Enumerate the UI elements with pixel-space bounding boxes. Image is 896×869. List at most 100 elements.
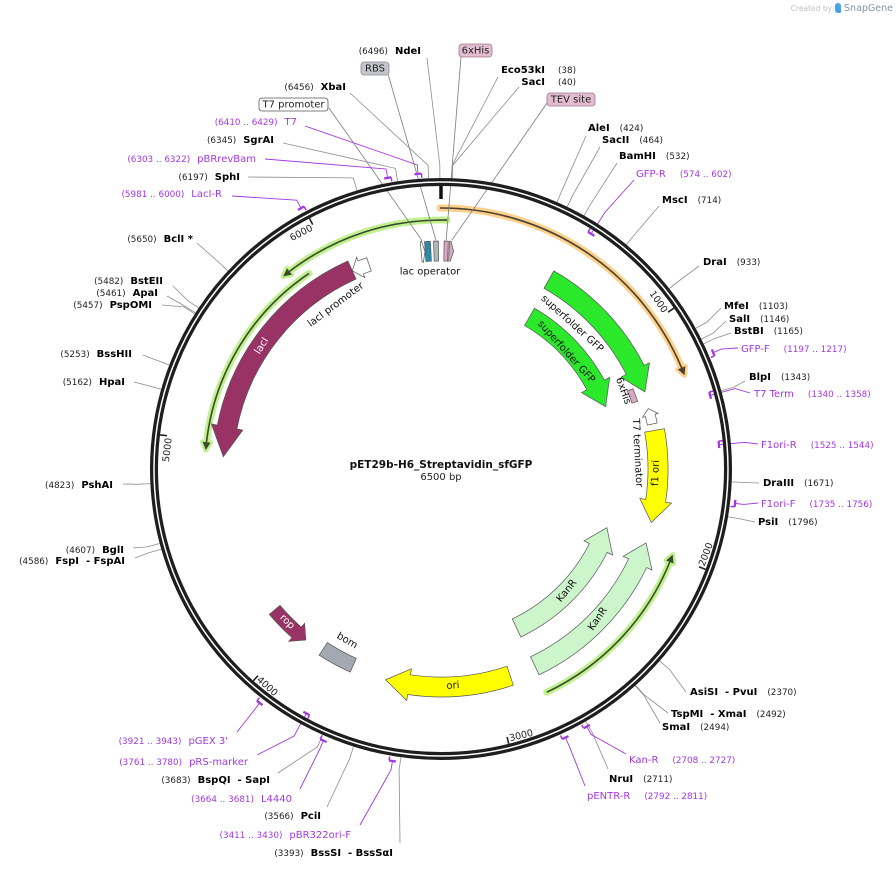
enzyme-site-xbai[interactable]: (6456)XbaI [284,82,346,93]
enzyme-site-blpi[interactable]: BlpI(1343) [749,372,810,383]
enzyme-site-bstbi[interactable]: BstBI(1165) [734,326,803,337]
enzyme-site-draiii[interactable]: DraIII(1671) [763,478,833,489]
enzyme-name[interactable]: SalI [729,314,750,325]
enzyme-site-asisi-pvui[interactable]: AsiSI - PvuI(2370) [690,687,797,698]
feature-tev-site[interactable] [448,240,454,262]
feature-kanr[interactable] [511,527,614,638]
enzyme-site-sali[interactable]: SalI(1146) [729,314,789,325]
enzyme-name[interactable]: SphI [215,172,240,183]
enzyme-name[interactable]: AleI [588,123,610,134]
enzyme-site-pcii[interactable]: (3566)PciI [264,811,321,822]
primer-name[interactable]: Kan-R [629,755,658,766]
primer-t7[interactable]: (6410 .. 6429)T7 [215,117,423,178]
enzyme-name[interactable]: NdeI [395,46,421,57]
feature-label[interactable]: ori [446,680,460,692]
enzyme-site-psii[interactable]: PsiI(1796) [758,517,818,528]
feature-shape[interactable] [433,240,439,262]
feature-shape[interactable] [641,408,660,426]
enzyme-name[interactable]: HpaI [99,377,125,388]
enzyme-site-msci[interactable]: MscI(714) [662,195,721,206]
enzyme-name[interactable]: SacII [602,135,629,146]
primer-binding-mark[interactable] [319,738,328,744]
primer-pentr-r[interactable]: pENTR-R(2792 .. 2811) [559,735,708,802]
enzyme-label[interactable]: AsiSI - PvuI(2370) [690,687,797,698]
primer-binding-mark[interactable] [587,230,595,237]
enzyme-label[interactable]: PsiI(1796) [758,517,818,528]
enzyme-name[interactable]: BstEII [130,276,163,287]
feature-shape[interactable] [443,240,449,262]
enzyme-name[interactable]: BssHII [97,349,132,360]
primer-label[interactable]: (3921 .. 3943)pGEX 3' [119,736,228,747]
primer-name[interactable]: pGEX 3' [188,736,228,747]
enzyme-label[interactable]: BlpI(1343) [749,372,810,383]
primer-gfp-r[interactable]: GFP-R(574 .. 602) [587,169,732,237]
enzyme-site-bspqi-sapi[interactable]: (3683)BspQI - SapI [161,775,270,786]
label-box[interactable] [360,61,390,76]
enzyme-label[interactable]: BstBI(1165) [734,326,803,337]
primer-laci-r[interactable]: (5981 .. 6000)LacI-R [121,189,307,211]
enzyme-label[interactable]: (3393)BssSI - BssSαI [274,848,393,859]
label-box[interactable] [546,92,596,107]
enzyme-label[interactable]: AleI(424) [588,123,643,134]
enzyme-label[interactable]: (4607)BglI [66,545,124,556]
feature-shape[interactable] [318,642,357,673]
primer-kan-r[interactable]: Kan-R(2708 .. 2727) [581,723,736,766]
enzyme-site-bcli[interactable]: (5650)BclI * [127,234,193,245]
feature-label-box[interactable]: TEV site [546,92,596,107]
feature-superfolder-gfp[interactable] [543,270,650,393]
enzyme-name[interactable]: BclI * [164,234,194,245]
enzyme-site-alei[interactable]: AleI(424) [588,123,643,134]
feature-shape[interactable] [210,260,357,458]
enzyme-name[interactable]: XbaI [321,82,346,93]
enzyme-label[interactable]: BamHI(532) [619,151,690,162]
feature-shape[interactable] [511,527,614,638]
enzyme-label[interactable]: (5457)PspOMI [73,300,152,311]
primer-label[interactable]: F1ori-R(1525 .. 1544) [761,440,874,451]
enzyme-name[interactable]: TspMI - XmaI [671,709,746,720]
label-box[interactable] [258,97,329,112]
feature-rbs[interactable] [433,240,439,262]
feature-box-label[interactable]: 6xHis [462,46,490,57]
enzyme-label[interactable]: MscI(714) [662,195,721,206]
primer-name[interactable]: T7 [284,117,297,128]
primer-binding-mark[interactable] [561,735,570,741]
enzyme-label[interactable]: (5162)HpaI [63,377,125,388]
feature-label[interactable]: superfolder GFP [535,319,597,386]
enzyme-site-bamhi[interactable]: BamHI(532) [619,151,690,162]
feature-6xhis[interactable] [443,240,449,262]
enzyme-site-hpai[interactable]: (5162)HpaI [63,377,125,388]
primer-binding-mark[interactable] [710,348,716,357]
primer-f1ori-f[interactable]: F1ori-F(1735 .. 1756) [730,499,873,510]
enzyme-label[interactable]: (6456)XbaI [284,82,346,93]
primer-binding-mark[interactable] [708,391,713,400]
enzyme-site-sphi[interactable]: (6197)SphI [179,172,240,183]
feature-shape[interactable] [524,307,611,408]
enzyme-site-pspomi[interactable]: (5457)PspOMI [73,300,152,311]
feature-shape[interactable] [626,388,639,404]
primer-label[interactable]: Kan-R(2708 .. 2727) [629,755,735,766]
primer-gfp-f[interactable]: GFP-F(1197 .. 1217) [710,344,847,359]
enzyme-name[interactable]: SgrAI [243,135,274,146]
primer-binding-mark[interactable] [414,172,422,176]
primer-binding-mark[interactable] [383,176,392,180]
feature-bom[interactable] [318,642,357,673]
enzyme-label[interactable]: (4823)PshAI [45,480,113,491]
primer-pbrrevbam[interactable]: (6303 .. 6322)pBRrevBam [127,154,393,182]
enzyme-site-apai[interactable]: (5461)ApaI [96,288,158,299]
primer-pgex-3[interactable]: (3921 .. 3943)pGEX 3' [119,697,264,747]
enzyme-name[interactable]: NruI [609,774,633,785]
feature-laci-promoter[interactable] [351,256,372,279]
primer-name[interactable]: F1ori-F [761,499,796,510]
enzyme-label[interactable]: (5461)ApaI [96,288,158,299]
feature-label[interactable]: bom [335,631,360,652]
feature-f1-ori[interactable] [639,428,673,523]
feature-shape[interactable] [639,428,673,523]
primer-name[interactable]: pBR322ori-F [289,830,351,841]
feature-rop[interactable] [268,604,307,642]
enzyme-site-mfei[interactable]: MfeI(1103) [724,301,788,312]
enzyme-label[interactable]: (5482)BstEII [94,276,163,287]
enzyme-name[interactable]: BglI [102,545,124,556]
enzyme-site-saci[interactable]: SacI(40) [521,77,576,88]
enzyme-name[interactable]: FspI - FspAI [55,556,125,567]
feature-t7-terminator[interactable] [641,408,660,426]
